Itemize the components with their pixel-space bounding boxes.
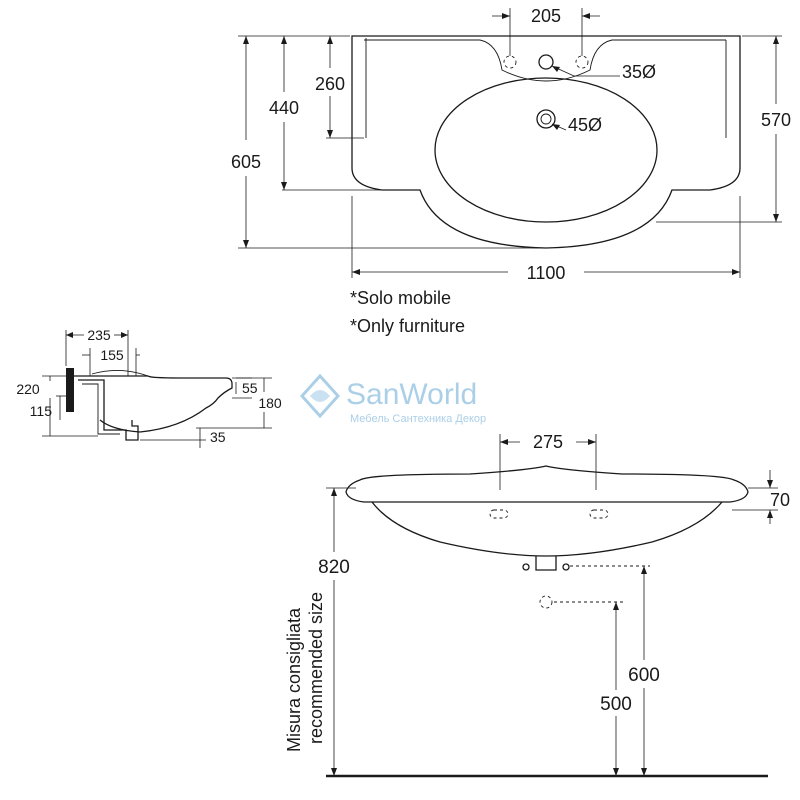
note-only-furniture: *Only furniture — [350, 316, 465, 336]
top-view: 1100 605 440 260 570 — [231, 6, 791, 336]
watermark-brand: SanWorld — [346, 378, 477, 411]
dim-tap-spacing: 205 — [531, 6, 561, 26]
tap-hole-left — [503, 55, 517, 69]
pipe-centre-icon — [539, 595, 553, 609]
basin-bowl-front — [371, 501, 723, 557]
dim-side-inner-width: 155 — [100, 347, 124, 363]
dim-height-floor: 820 — [318, 557, 350, 578]
dim-side-height: 220 — [16, 381, 40, 397]
dim-height-500: 500 — [600, 694, 632, 715]
note-misura-consigliata: Misura consigliata — [284, 607, 304, 752]
dim-side-lower: 115 — [30, 403, 53, 419]
dim-side-bottom: 35 — [210, 429, 226, 445]
hole-right-front — [589, 509, 609, 519]
dim-depth-total: 605 — [231, 152, 261, 172]
basin-rim-front — [345, 465, 749, 503]
dim-drain-hole: 45Ø — [568, 115, 602, 135]
dim-width-total: 1100 — [527, 263, 566, 283]
dim-depth-deck: 260 — [315, 74, 345, 94]
fixing-left-icon — [522, 563, 530, 571]
wall-bracket — [66, 368, 74, 412]
note-solo-mobile: *Solo mobile — [350, 288, 451, 308]
note-recommended-size: recommended size — [306, 592, 326, 744]
bowl-top — [434, 77, 658, 223]
sanworld-logo-icon — [299, 373, 341, 419]
drain-top-inner — [540, 113, 552, 125]
waste-front — [535, 556, 557, 571]
basin-outline-top — [351, 35, 741, 249]
dim-side-top-width: 235 — [87, 327, 111, 343]
drain-top — [536, 109, 556, 129]
dim-depth-mid: 440 — [269, 98, 299, 118]
waste-pipe — [78, 379, 139, 441]
dim-depth-right: 570 — [761, 110, 791, 130]
dim-height-600: 600 — [628, 665, 660, 686]
tap-hole-right — [575, 55, 589, 69]
dim-rim-height: 70 — [770, 490, 790, 510]
fixing-right-icon — [562, 563, 570, 571]
dim-side-small: 55 — [242, 380, 258, 396]
front-view: 275 70 820 600 500 Misura consigli — [284, 432, 790, 778]
watermark-tagline: Мебель Сантехника Декор — [350, 413, 486, 425]
dim-hole-spacing: 275 — [533, 432, 563, 452]
watermark: SanWorld Мебель Сантехника Декор — [299, 373, 486, 425]
dim-tap-hole: 35Ø — [622, 62, 656, 82]
tap-hole-centre — [538, 54, 554, 70]
side-profile — [74, 375, 233, 433]
dim-side-right-height: 180 — [258, 395, 282, 411]
side-view: 235 155 220 115 55 180 35 — [16, 327, 282, 448]
hole-left-front — [489, 509, 509, 519]
deck-shape — [364, 38, 727, 138]
